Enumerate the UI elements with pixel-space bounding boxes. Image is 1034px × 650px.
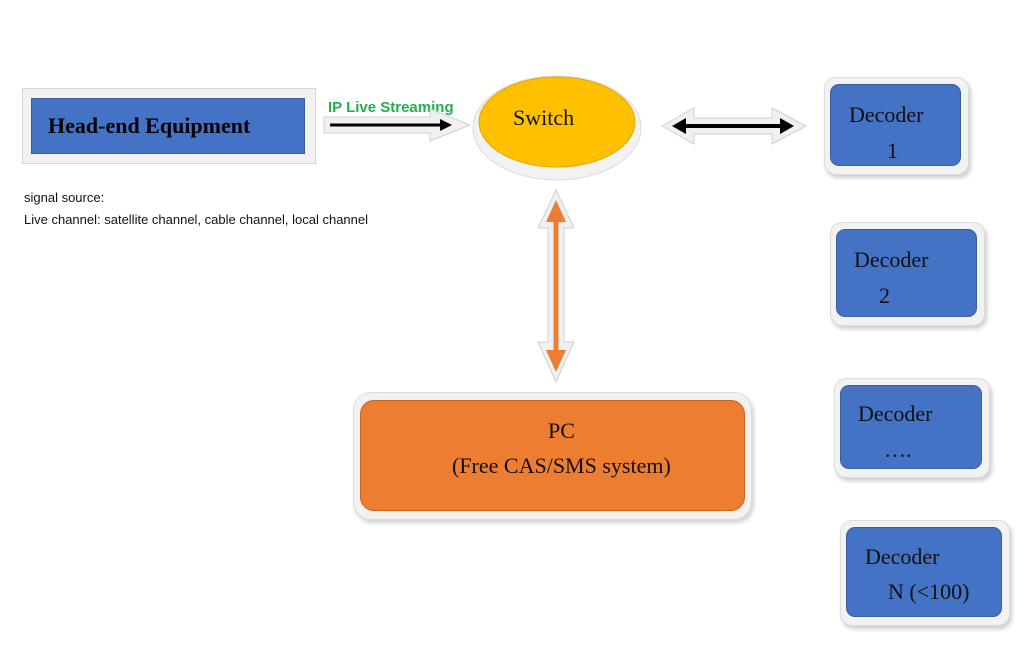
switch-node (472, 75, 642, 181)
pc-subtitle: (Free CAS/SMS system) (452, 453, 671, 478)
decoder-2-box (830, 222, 985, 326)
live-channel-note: Live channel: satellite channel, cable c… (24, 212, 369, 227)
decoder-ellipsis-number: …. (884, 437, 912, 462)
decoder-ellipsis-fill (840, 385, 982, 469)
headend-equipment-fill: Head-end Equipment (31, 98, 305, 154)
decoder-n-number: N (<100) (888, 579, 970, 604)
ip-live-streaming-label: IP Live Streaming (328, 99, 454, 116)
decoder-ellipsis-box (834, 378, 990, 478)
decoder-2-title: Decoder (854, 247, 929, 272)
switch-pc-double-arrow (537, 188, 575, 384)
headend-equipment-box: Head-end Equipment (22, 88, 316, 164)
signal-source-label: signal source: (24, 190, 105, 205)
switch-decoder-double-arrow (660, 107, 808, 145)
decoder-1-number: 1 (887, 138, 898, 163)
headend-to-switch-arrow (323, 108, 472, 142)
decoder-2-fill (836, 229, 977, 317)
headend-equipment-label: Head-end Equipment (48, 113, 251, 138)
decoder-n-title: Decoder (865, 544, 940, 569)
decoder-n-fill (846, 527, 1002, 617)
switch-label: Switch (513, 105, 575, 130)
decoder-1-title: Decoder (849, 102, 924, 127)
decoder-1-box (824, 77, 969, 175)
decoder-2-number: 2 (879, 283, 890, 308)
decoder-n-box (840, 520, 1010, 626)
pc-box-fill (360, 400, 745, 511)
pc-box (353, 392, 752, 520)
pc-title: PC (548, 418, 575, 443)
decoder-1-fill (830, 84, 961, 166)
decoder-ellipsis-title: Decoder (858, 401, 933, 426)
